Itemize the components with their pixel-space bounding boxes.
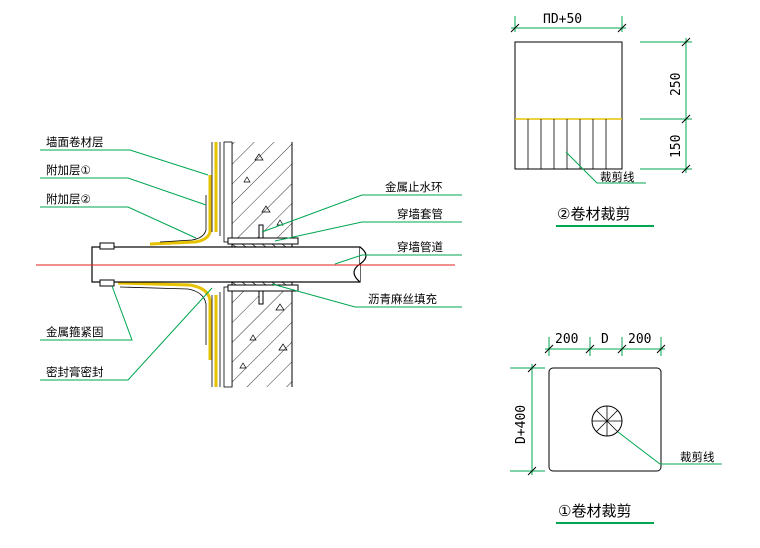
label-metal-clamp: 金属箍紧固 (46, 325, 104, 339)
label-wall-membrane: 墙面卷材层 (46, 135, 104, 149)
leader-wall-pipe (334, 254, 462, 265)
leader-sealant-seal (40, 287, 213, 381)
section-labels: 墙面卷材层 附加层① 附加层② 金属止水环 穿墙套管 穿墙管道 沥青麻丝填充 金… (46, 135, 443, 379)
label-additional-layer-2: 附加层② (46, 192, 91, 206)
metal-clamp-upper (99, 242, 115, 250)
leader-wall-membrane (40, 149, 209, 176)
detail-1-title: ①卷材裁剪 (558, 502, 631, 520)
leader-asphalt-hemp-filling (271, 283, 462, 308)
detail-2-width-dim: ΠD+50 (543, 12, 582, 27)
membrane-layers (117, 142, 221, 387)
detail-2-membrane-sheet (514, 41, 623, 170)
detail-2-title: ②卷材裁剪 (557, 205, 630, 223)
leader-lines (40, 149, 462, 381)
detail-1-cut-label: 裁剪线 (680, 450, 715, 464)
detail-2-cut-label: 裁剪线 (600, 170, 635, 184)
water-stop-ring-lower (258, 290, 264, 305)
label-wall-sleeve: 穿墙套管 (397, 207, 443, 221)
label-wall-pipe: 穿墙管道 (397, 240, 443, 254)
detail-2-height-lower-dim: 150 (669, 135, 684, 158)
leader-additional-layer-2 (40, 206, 197, 239)
leader-metal-clamp (40, 285, 133, 341)
protective-layer-lower (223, 286, 233, 388)
detail-1-dim-left: 200 (555, 332, 578, 347)
label-metal-water-stop-ring: 金属止水环 (385, 180, 443, 194)
detail-1-dim-right: 200 (628, 332, 651, 347)
detail-1-membrane-cut: 200 D 200 D+400 裁剪线 ①卷材裁剪 (510, 332, 722, 524)
detail-1-height-dim: D+400 (514, 405, 529, 444)
detail-2-membrane-cut: ΠD+50 250 150 裁剪线 ②卷材裁剪 (510, 12, 692, 227)
concrete-aggregate-marks (239, 153, 288, 369)
protective-layer-upper (223, 141, 233, 243)
leader-metal-water-stop-ring (261, 194, 462, 233)
detail-2-cut-leader (565, 151, 646, 184)
detail-2-height-upper-dim: 250 (669, 73, 684, 96)
detail-1-dim-mid: D (601, 332, 609, 347)
wall-sleeve-upper (227, 237, 299, 245)
wall-section (36, 141, 455, 388)
label-asphalt-hemp-filling: 沥青麻丝填充 (368, 292, 437, 306)
label-additional-layer-1: 附加层① (46, 163, 91, 177)
detail-1-cut-leader (617, 431, 722, 465)
metal-clamp-lower (99, 279, 115, 287)
detail-1-radial-cuts (592, 406, 622, 436)
detail-2-cut-lines (527, 119, 607, 169)
leader-wall-sleeve (274, 221, 462, 242)
label-sealant-seal: 密封膏密封 (46, 365, 104, 379)
leader-additional-layer-1 (40, 177, 207, 206)
